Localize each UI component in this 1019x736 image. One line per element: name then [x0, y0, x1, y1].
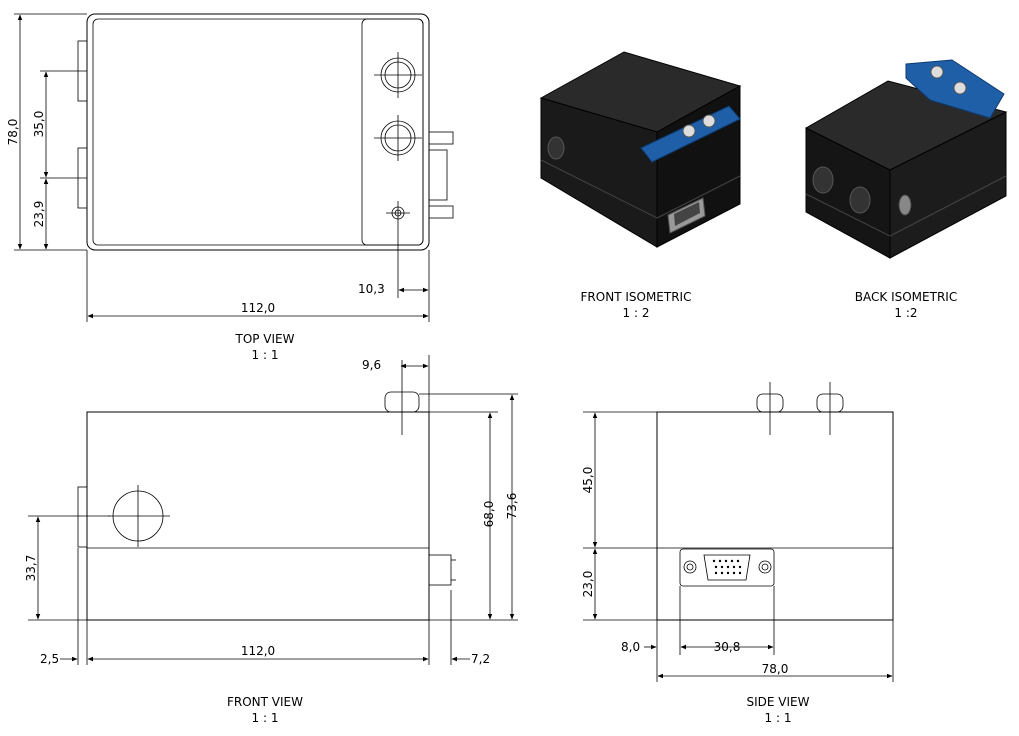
front-view: 9,6 68,0 73,6 33,7 2,5 112,0 7,2 FRONT V… — [24, 355, 519, 725]
view-scale-front-iso: 1 : 2 — [623, 306, 650, 320]
dim-front-9-6: 9,6 — [362, 358, 381, 372]
led-icon — [386, 201, 410, 298]
dim-side-45: 45,0 — [581, 467, 595, 494]
dim-front-73-6: 73,6 — [505, 493, 519, 520]
view-title-front-iso: FRONT ISOMETRIC — [581, 290, 692, 304]
dim-top-35: 35,0 — [32, 111, 46, 138]
knob-icon — [374, 115, 422, 161]
knob-icon — [108, 485, 170, 547]
view-title-front: FRONT VIEW — [227, 695, 303, 709]
dim-front-2-5: 2,5 — [40, 652, 59, 666]
dim-side-30-8: 30,8 — [714, 640, 741, 654]
back-isometric-view: BACK ISOMETRIC 1 :2 — [804, 59, 1008, 320]
view-title-back-iso: BACK ISOMETRIC — [855, 290, 957, 304]
knob-icon — [374, 52, 422, 98]
dim-top-10-3: 10,3 — [358, 282, 385, 296]
view-scale-front: 1 : 1 — [252, 711, 279, 725]
view-scale-side: 1 : 1 — [765, 711, 792, 725]
dim-side-8: 8,0 — [621, 640, 640, 654]
dim-front-width: 112,0 — [241, 644, 275, 658]
view-scale-top: 1 : 1 — [252, 348, 279, 362]
dim-side-23: 23,0 — [581, 571, 595, 598]
view-title-side: SIDE VIEW — [747, 695, 810, 709]
vga-connector-icon — [679, 548, 775, 587]
dim-front-7-2: 7,2 — [471, 652, 490, 666]
side-view: 45,0 23,0 8,0 30,8 78,0 SIDE VIEW 1 : 1 — [581, 382, 894, 725]
view-scale-back-iso: 1 :2 — [894, 306, 917, 320]
dim-front-33-7: 33,7 — [24, 555, 38, 582]
dim-top-width: 112,0 — [241, 301, 275, 315]
dim-top-height: 78,0 — [6, 119, 20, 146]
dim-top-23-9: 23,9 — [32, 201, 46, 228]
dim-side-width: 78,0 — [762, 662, 789, 676]
top-view: 78,0 35,0 23,9 10,3 112,0 TOP VIEW 1 : 1 — [6, 13, 454, 362]
front-isometric-view: FRONT ISOMETRIC 1 : 2 — [539, 51, 742, 320]
view-title-top: TOP VIEW — [234, 332, 294, 346]
dim-front-68: 68,0 — [482, 501, 496, 528]
